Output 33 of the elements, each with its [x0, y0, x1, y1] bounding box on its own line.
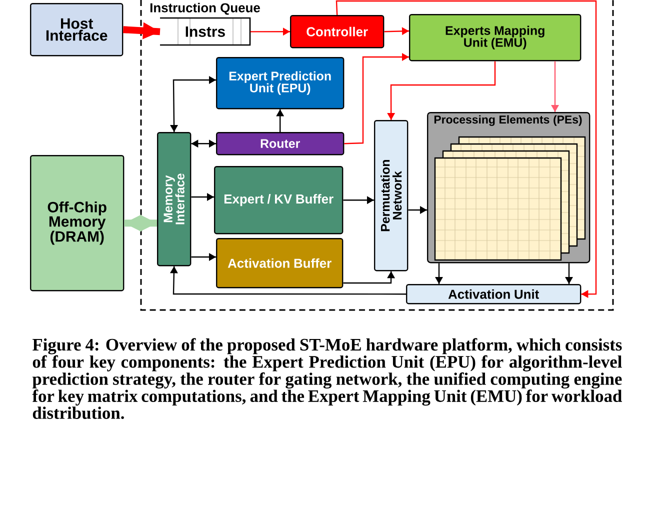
- arrow: [191, 140, 216, 148]
- arrow: [276, 109, 284, 132]
- prediction-unit-box: Expert Prediction Unit (EPU): [216, 57, 344, 110]
- network-box: Permutation Network: [374, 120, 408, 272]
- interface-box: Host Interface: [30, 3, 124, 56]
- buffer-box: Expert / KV Buffer: [214, 166, 344, 234]
- arrow: [344, 53, 409, 144]
- queue-box: Instrs: [160, 17, 251, 46]
- memory-box: Off-Chip Memory (DRAM): [30, 155, 124, 292]
- arrow: [435, 263, 443, 284]
- mapping-unit-box: Experts Mapping Unit (EMU): [409, 14, 582, 62]
- arrow: [565, 263, 573, 284]
- arrow: [387, 61, 496, 120]
- buffer-box: Activation Buffer: [216, 238, 344, 288]
- arrow: [250, 28, 290, 36]
- arrow: [551, 61, 559, 112]
- arrow: [123, 22, 160, 40]
- arrow: [384, 27, 410, 36]
- arrow: [191, 253, 216, 261]
- memory-interface-box: Memory Interface: [157, 132, 192, 266]
- arrow: [124, 214, 157, 232]
- arrow: [170, 266, 406, 295]
- arrow: [343, 271, 396, 284]
- arrow: [191, 193, 214, 201]
- activation-unit-box: Activation Unit: [406, 284, 582, 304]
- arrow: [343, 196, 374, 204]
- queue-heading: Instruction Queue: [150, 2, 260, 15]
- caption: Figure 4: Overview of the proposed ST-MoE hardware platform, which consists of four key components: the Expert Prediction Unit (EPU) for algorithm-level prediction strategy, the router for gating network, the unified computing engine for key matrix computations, and the Expert Mapping Unit (EMU) for workload distribution.: [32, 338, 622, 420]
- arrow: [336, 0, 597, 298]
- arrow: [170, 76, 216, 132]
- arrow: [408, 206, 427, 214]
- router-box: Router: [216, 132, 344, 156]
- controller-box: Controller: [290, 15, 384, 48]
